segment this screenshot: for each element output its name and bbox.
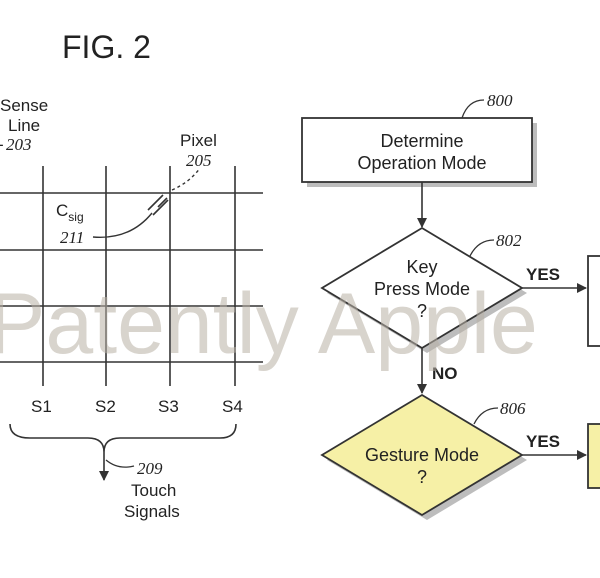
no-label: NO — [432, 364, 458, 383]
column-label-s4: S4 — [222, 397, 243, 416]
signals-ref: 209 — [137, 459, 163, 478]
step-802-label-3: ? — [417, 301, 427, 321]
signals-brace — [9, 423, 237, 453]
column-label-s1: S1 — [31, 397, 52, 416]
step-800-box — [301, 117, 533, 183]
sense-line-label-1: Sense — [0, 96, 48, 115]
step-808-box — [587, 423, 600, 489]
sense-line-ref: 203 — [6, 135, 32, 154]
pixel-leader — [171, 167, 201, 191]
pixel-label: Pixel — [180, 131, 217, 150]
csig-ref: 211 — [60, 228, 84, 247]
sense-line-ref-dash: - — [0, 135, 4, 154]
signals-leader — [105, 459, 135, 468]
yes-label-802: YES — [526, 265, 560, 284]
touch-panel: Sense Line 203 - Pixel 205 Csig 211 S1 S… — [0, 96, 263, 521]
step-802-label-2: Press Mode — [374, 279, 470, 299]
step-800-leader — [461, 99, 485, 119]
signals-label-2: Signals — [124, 502, 180, 521]
step-802-ref: 802 — [496, 231, 522, 250]
step-802-leader — [469, 239, 495, 257]
csig-label: Csig — [56, 201, 84, 224]
watermark: Patently Apple — [0, 276, 538, 372]
step-800-label-2: Operation Mode — [357, 153, 486, 173]
signals-label-1: Touch — [131, 481, 176, 500]
sense-line-label-2: Line — [8, 116, 40, 135]
column-label-s3: S3 — [158, 397, 179, 416]
flowchart: 800 Determine Operation Mode 802 Key Pre… — [301, 91, 600, 520]
step-806-diamond — [320, 393, 524, 517]
step-800-ref: 800 — [487, 91, 513, 110]
column-label-s2: S2 — [95, 397, 116, 416]
yes-label-806: YES — [526, 432, 560, 451]
pixel-capacitor — [147, 194, 169, 216]
sense-grid — [0, 166, 263, 386]
step-806-label-2: ? — [417, 467, 427, 487]
step-804-box — [587, 255, 600, 347]
step-806-label-1: Gesture Mode — [365, 445, 479, 465]
figure-title: FIG. 2 — [62, 29, 151, 65]
step-802-label-1: Key — [406, 257, 437, 277]
pixel-ref: 205 — [186, 151, 212, 170]
step-806-ref: 806 — [500, 399, 526, 418]
step-800-label-1: Determine — [380, 131, 463, 151]
csig-leader — [92, 212, 153, 238]
step-806-leader — [473, 407, 499, 425]
